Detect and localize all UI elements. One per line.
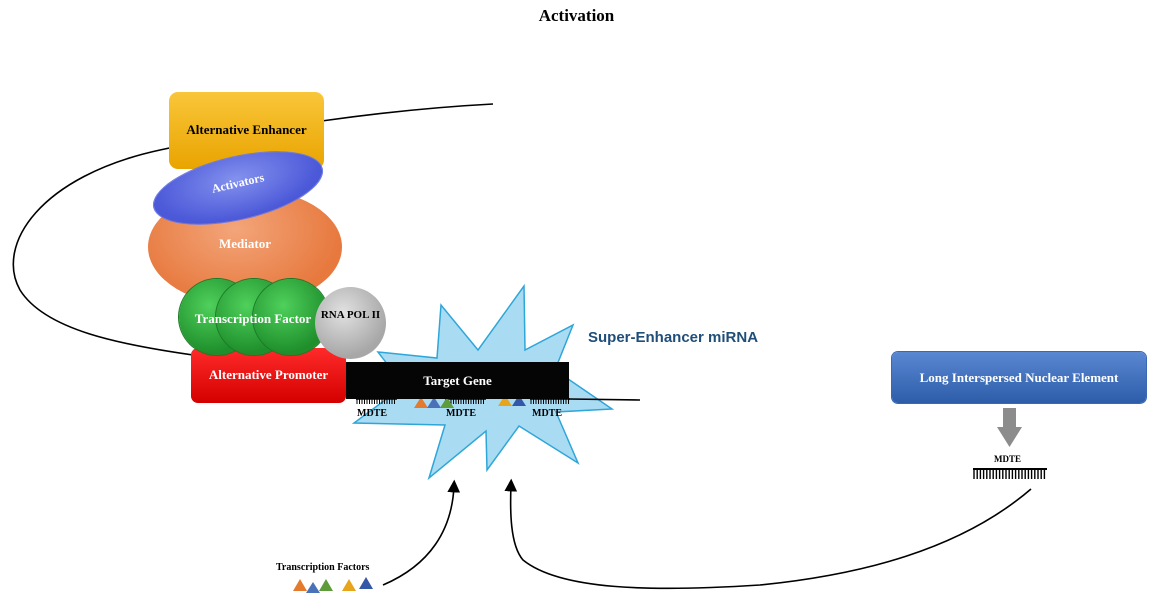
tf-to-enhancer-arrow [382,479,461,586]
alternative-promoter-box [191,348,346,403]
tfs-triangle-green [319,579,333,591]
rna-pol-ii-circle [315,287,386,359]
tf-triangle-yellow [498,395,512,406]
mdte-label-4: MDTE [994,454,1021,464]
tf-triangle-orange [414,397,428,408]
alternative-enhancer-label: Alternative Enhancer [186,122,307,137]
line-to-enhancer-arrow [504,478,1032,590]
diagram-title: Activation [538,6,615,25]
line-element-label: Long Interspersed Nuclear Element [919,370,1119,385]
transcription-factors-label: Transcription Factors [276,562,370,573]
line-element-box [892,352,1146,403]
rna-pol-ii-label: RNA POL II [320,309,381,321]
super-enhancer-mirna-label: Super-Enhancer miRNA [588,329,759,346]
tf-triangle-blue [427,397,441,408]
alternative-promoter-label: Alternative Promoter [208,367,329,382]
transcription-factor-label: Transcription Factor [194,311,312,326]
mdte-label-2: MDTE [446,408,476,419]
mdte-comb-1 [356,398,397,404]
mdte-comb-line [973,468,1047,479]
tfs-triangle-orange [293,579,307,591]
line-down-arrow [997,408,1022,447]
dna-line-right [568,398,641,401]
mdte-comb-3 [530,398,570,404]
tf-triangle-darkblue [512,395,526,406]
mdte-label-1: MDTE [357,408,387,419]
target-gene-label: Target Gene [423,373,492,388]
target-gene-box [346,362,569,399]
tfs-triangle-blue [306,582,320,593]
tfs-triangle-yellow [342,579,356,591]
mediator-label: Mediator [219,236,271,251]
tf-triangle-green [440,397,454,408]
mdte-label-3: MDTE [532,408,562,419]
tfs-triangle-darkblue [359,577,373,589]
dna-loop-line [12,103,494,357]
